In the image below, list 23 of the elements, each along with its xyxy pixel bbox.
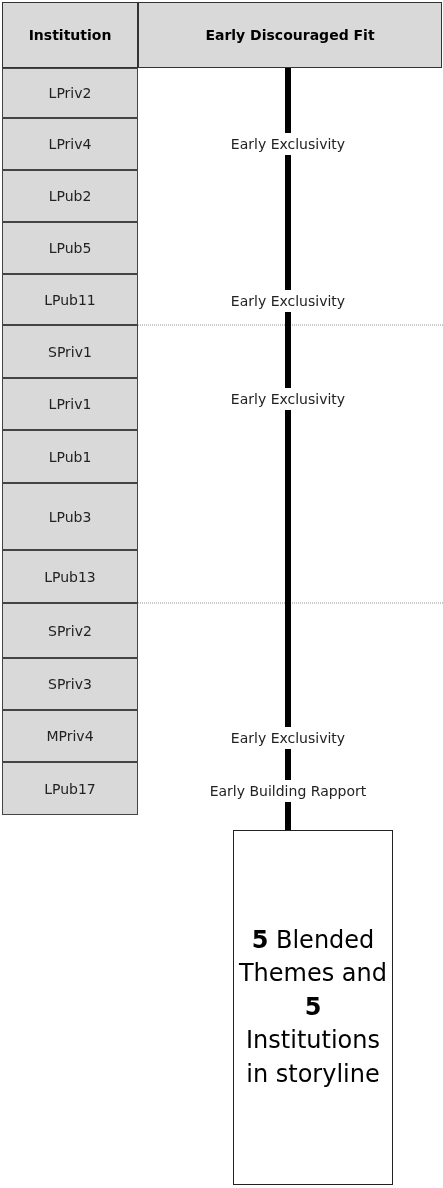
table-cell: LPub3 [2, 483, 138, 550]
table-cell: LPub5 [2, 222, 138, 274]
connector-line [285, 749, 291, 780]
connector-line [285, 802, 291, 830]
table-cell: SPriv3 [2, 658, 138, 710]
table-cell: LPub17 [2, 762, 138, 815]
table-cell: LPriv4 [2, 118, 138, 170]
header-cell: Institution [2, 2, 138, 68]
table-cell: LPub13 [2, 550, 138, 603]
table-cell: LPub2 [2, 170, 138, 222]
table-cell: LPriv2 [2, 68, 138, 118]
table-cell: LPub1 [2, 430, 138, 483]
connector-line [285, 312, 291, 388]
table-cell: SPriv1 [2, 325, 138, 378]
connector-line [285, 155, 291, 290]
header-cell: Early Discouraged Fit [138, 2, 442, 68]
table-cell: LPriv1 [2, 378, 138, 430]
table-cell: SPriv2 [2, 603, 138, 658]
connector-line [285, 68, 291, 133]
table-cell: LPub11 [2, 274, 138, 325]
table-cell: MPriv4 [2, 710, 138, 762]
summary-box: 5 Blended Themes and 5 Institutions in storyline [233, 830, 393, 1185]
connector-line [285, 410, 291, 727]
